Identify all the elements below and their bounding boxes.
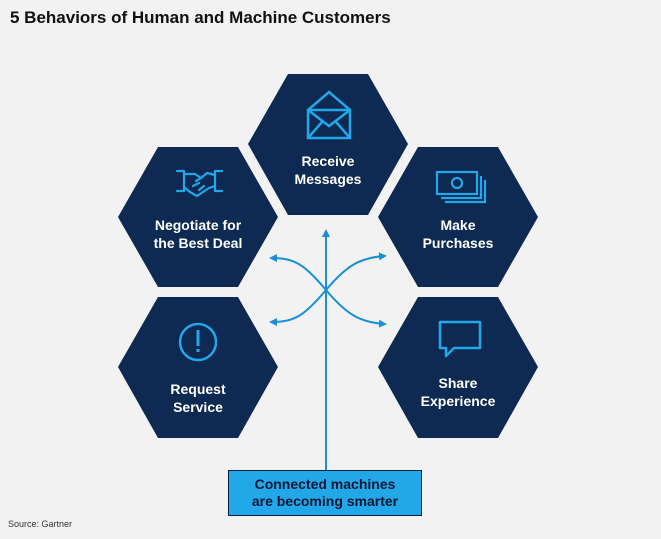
hex-label-line2: Experience bbox=[421, 393, 496, 409]
hex-label-line1: Make bbox=[440, 217, 475, 233]
source-note: Source: Gartner bbox=[8, 519, 73, 529]
hex-receive-messages: Receive Messages bbox=[248, 74, 408, 215]
money-icon bbox=[435, 170, 487, 204]
callout-line1: Connected machines bbox=[254, 476, 396, 492]
handshake-icon bbox=[175, 169, 224, 198]
arrow-to-negotiate bbox=[269, 254, 327, 291]
hex-label-line2: Service bbox=[173, 399, 223, 415]
callout-line2: are becoming smarter bbox=[251, 493, 399, 509]
speech-bubble-icon bbox=[438, 320, 482, 358]
envelope-icon bbox=[306, 90, 352, 140]
hex-shape bbox=[378, 147, 538, 287]
arrows bbox=[269, 229, 387, 470]
arrow-to-request bbox=[269, 289, 327, 326]
hex-shape bbox=[378, 297, 538, 438]
hex-make-purchases: Make Purchases bbox=[378, 147, 538, 287]
diagram-title: 5 Behaviors of Human and Machine Custome… bbox=[10, 8, 391, 27]
arrow-to-purchases bbox=[325, 252, 387, 291]
hex-request-service: Request Service bbox=[118, 297, 278, 438]
hex-label-line1: Negotiate for bbox=[155, 217, 242, 233]
hex-shape bbox=[118, 147, 278, 287]
hex-negotiate: Negotiate for the Best Deal bbox=[118, 147, 278, 287]
hex-label-line1: Share bbox=[439, 375, 478, 391]
hex-shape bbox=[118, 297, 278, 438]
hex-share-experience: Share Experience bbox=[378, 297, 538, 438]
hex-shape bbox=[248, 74, 408, 215]
arrow-to-share bbox=[325, 289, 387, 328]
exclamation-icon bbox=[178, 322, 218, 362]
hex-label-line1: Receive bbox=[302, 153, 355, 169]
hex-label-line1: Request bbox=[170, 381, 226, 397]
hex-label-line2: Messages bbox=[295, 171, 362, 187]
hex-label-line2: the Best Deal bbox=[154, 235, 243, 251]
callout-box: Connected machines are becoming smarter bbox=[228, 470, 422, 516]
hex-label-line2: Purchases bbox=[423, 235, 494, 251]
